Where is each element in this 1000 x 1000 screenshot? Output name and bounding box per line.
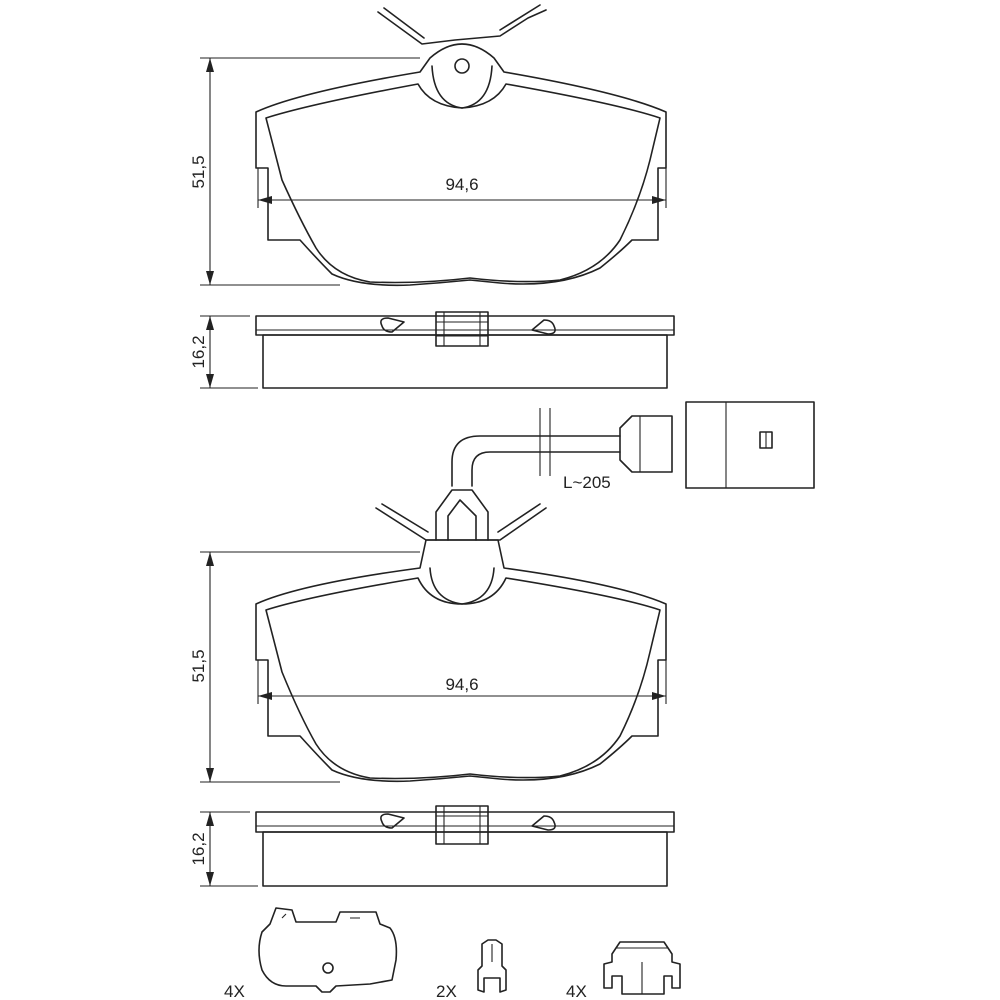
top-pad-front-view	[255, 4, 667, 287]
bottom-pad-thickness-label: 16,2	[189, 832, 208, 865]
top-pad-width-label: 94,6	[445, 175, 478, 194]
shim-quantity-label: 4X	[224, 982, 245, 1000]
retaining-spring: 4X	[566, 941, 681, 1000]
top-pad-thickness-label: 16,2	[189, 335, 208, 368]
top-pad-width-dimension: 94,6	[257, 168, 667, 208]
bottom-pad-front-view	[255, 489, 667, 783]
guide-clip: 2X	[436, 939, 507, 1000]
bottom-pad-height-dimension: 51,5	[189, 551, 420, 783]
bottom-pad-width-label: 94,6	[445, 675, 478, 694]
top-pad-thickness-dimension: 16,2	[189, 315, 258, 389]
top-pad-height-label: 51,5	[189, 155, 208, 188]
wear-sensor-cable: L~205	[451, 401, 815, 492]
top-pad-height-dimension: 51,5	[189, 57, 420, 286]
bottom-pad-side-view	[255, 805, 675, 887]
anti-noise-shim: 4X	[224, 907, 398, 1000]
spring-quantity-label: 4X	[566, 982, 587, 1000]
sensor-length-label: L~205	[563, 473, 611, 492]
bottom-pad-thickness-dimension: 16,2	[189, 811, 258, 887]
bottom-pad-height-label: 51,5	[189, 649, 208, 682]
clip-quantity-label: 2X	[436, 982, 457, 1000]
top-pad-side-view	[255, 311, 675, 389]
bottom-pad-width-dimension: 94,6	[257, 660, 667, 704]
